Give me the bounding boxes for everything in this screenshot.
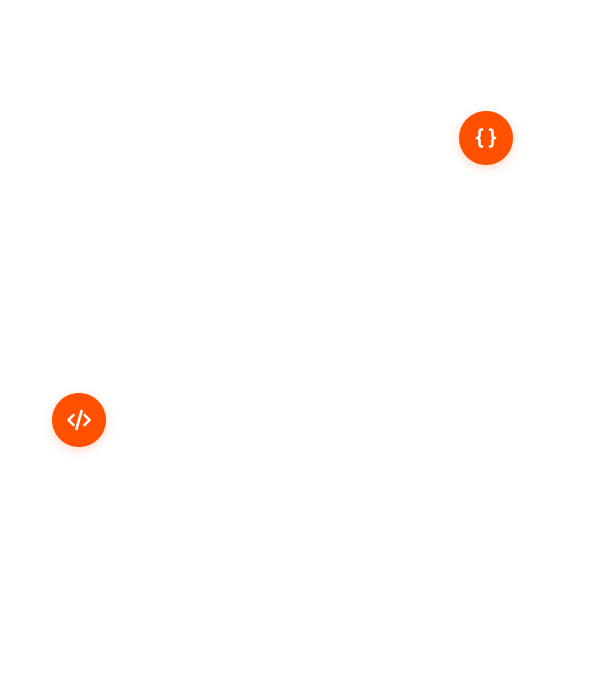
code-slash-icon — [52, 393, 106, 447]
curly-braces-glyph — [475, 128, 497, 148]
curly-braces-icon — [459, 111, 513, 165]
code-slash-glyph — [67, 409, 91, 431]
